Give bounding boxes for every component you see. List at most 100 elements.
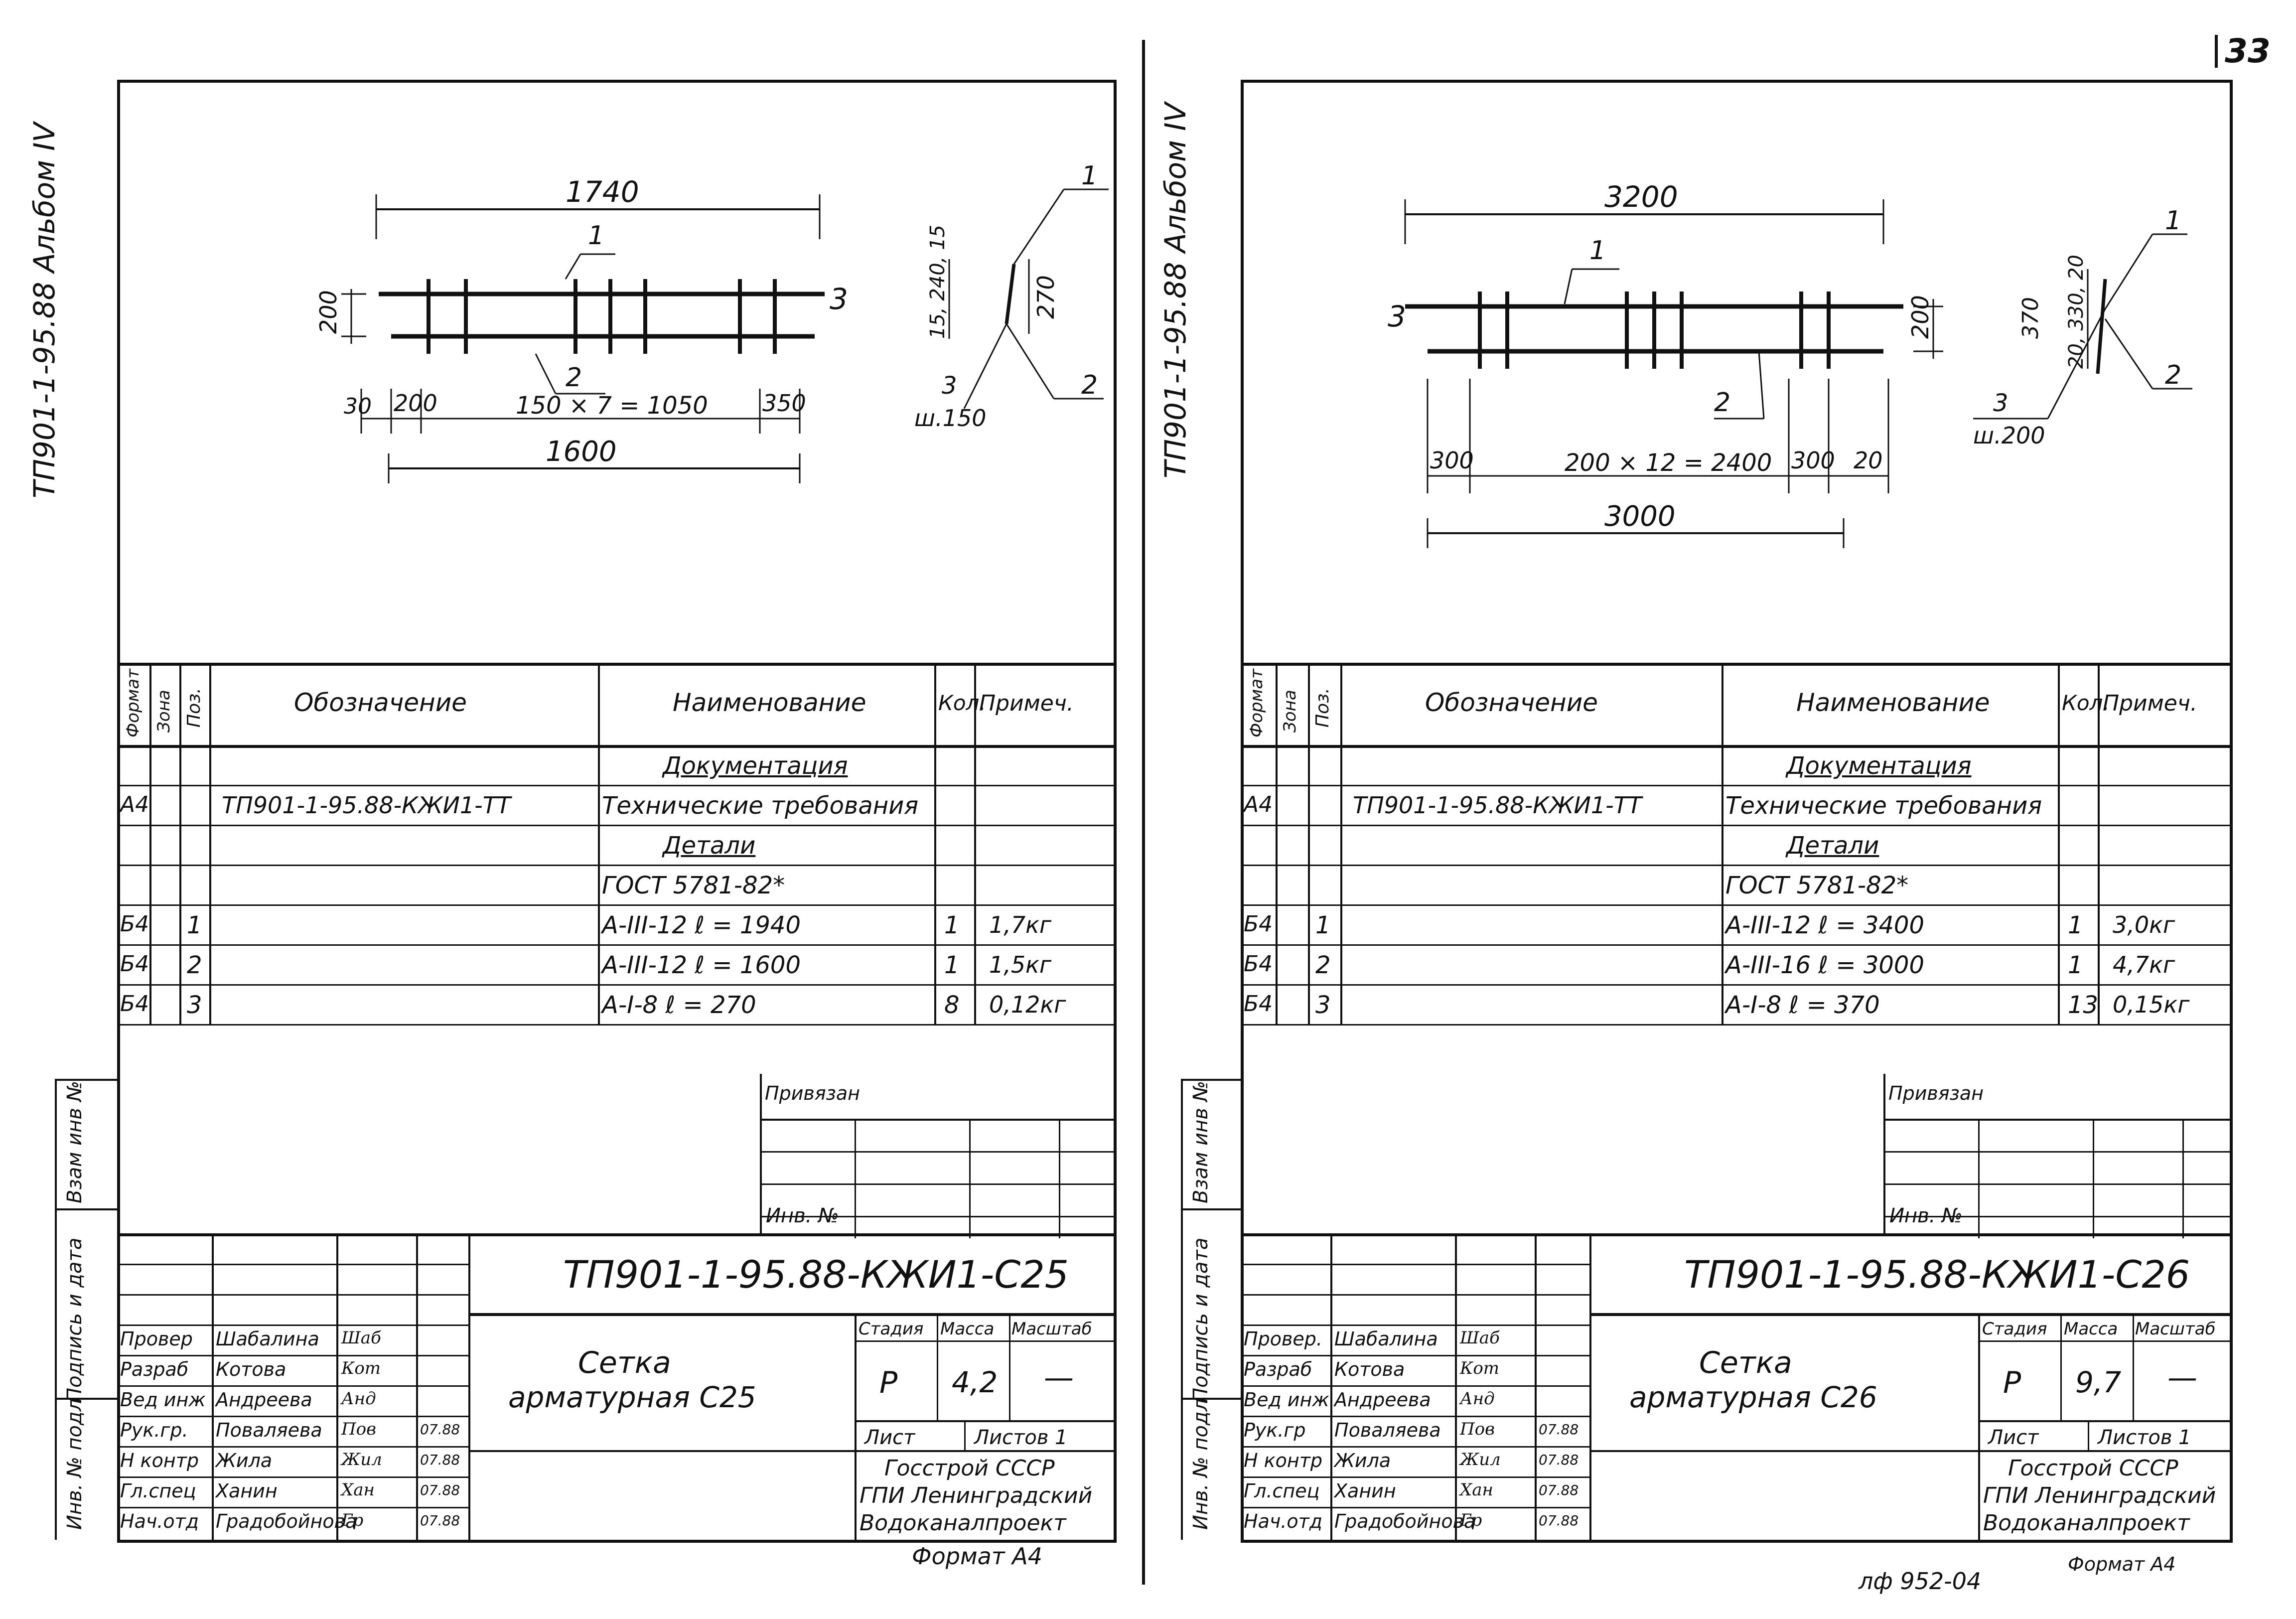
drawing-code: ТП901-1-95.88-КЖИ1-С26 <box>1684 1252 2190 1297</box>
signatory-name: Жила <box>216 1450 273 1472</box>
dim-spacing: 200 × 12 = 2400 <box>1565 449 1772 477</box>
signatory-name: Андреева <box>1334 1389 1431 1411</box>
signatory-signature: Пов <box>1460 1419 1495 1439</box>
spec-cell-qty: 1 <box>2068 951 2083 979</box>
org-line3: Водоканалпроект <box>1983 1510 2190 1536</box>
pos-label-2: 2 <box>1714 388 1730 418</box>
format-note-left: Формат А4 <box>912 1543 1042 1570</box>
privyazan-left <box>760 1074 762 1233</box>
sheets-count-label: Листов 1 <box>974 1426 1068 1449</box>
spec-col-line <box>974 663 976 1024</box>
signatory-signature: Кот <box>1460 1358 1500 1378</box>
signatory-role: Нач.отд <box>1244 1510 1323 1532</box>
spec-col-line <box>149 663 151 1024</box>
spec-cell-note: 0,12кг <box>989 991 1066 1018</box>
pos-label-1: 1 <box>588 221 604 251</box>
stamp-row-line <box>1241 1507 1589 1508</box>
scale-value: — <box>1044 1360 1074 1395</box>
org-line3: Водоканалпроект <box>860 1510 1066 1536</box>
frame-left <box>1241 80 1244 1540</box>
signatory-signature: Анд <box>1460 1389 1495 1409</box>
stamp-col-line <box>212 1233 214 1540</box>
signatory-role: Рук.гр <box>1244 1419 1306 1441</box>
drawing-line <box>1758 351 1765 419</box>
spec-header-qty: Кол. <box>938 691 986 715</box>
stamp-code-line <box>468 1313 1114 1316</box>
side-strip-label: Подпись и дата <box>1189 1237 1212 1403</box>
sheets-count-label: Листов 1 <box>2098 1426 2191 1449</box>
drawing-code: ТП901-1-95.88-КЖИ1-С25 <box>563 1252 1069 1297</box>
spec-col-line <box>2098 663 2100 1024</box>
signatory-date: 07.88 <box>1539 1512 1579 1529</box>
spec-header-qty: Кол. <box>2062 691 2110 715</box>
pos-label-1: 1 <box>1589 236 1606 266</box>
signatory-role: Нач.отд <box>120 1510 199 1532</box>
signatory-role: Вед инж <box>120 1389 206 1411</box>
sheet-col <box>964 1420 966 1450</box>
spec-row-line <box>1241 904 2230 906</box>
privyazan-col <box>969 1119 971 1238</box>
signatory-role: Рук.гр. <box>120 1419 188 1441</box>
spec-cell-qty: 13 <box>2068 991 2099 1019</box>
signatory-signature: Пов <box>341 1419 376 1439</box>
stamp-col-line <box>336 1233 338 1540</box>
signatory-name: Поваляева <box>216 1419 322 1441</box>
section-pos-2: 2 <box>1081 370 1098 400</box>
dim-350: 350 <box>762 390 806 417</box>
stamp-row-line <box>1241 1294 1589 1296</box>
stage-col <box>937 1313 938 1420</box>
section-height: 370 <box>2018 297 2043 339</box>
side-strip-sep <box>1181 1398 1241 1400</box>
spec-header-designation: Обозначение <box>294 688 467 717</box>
stamp-col-line <box>1330 1233 1332 1540</box>
drawing-line <box>2104 318 2153 389</box>
signatory-signature: Хан <box>341 1480 375 1500</box>
signatory-role: Н контр <box>120 1450 199 1472</box>
privyazan-line <box>760 1119 1114 1121</box>
privyazan-left <box>1883 1074 1885 1233</box>
spec-header-pos: Поз. <box>1312 688 1333 728</box>
spec-row-line <box>117 825 1114 826</box>
stamp-row-line <box>117 1325 468 1326</box>
spec-cell-note: 1,7кг <box>989 911 1052 938</box>
spec-header-format: Формат <box>1247 669 1267 737</box>
section-bar <box>2096 279 2107 374</box>
frame-bottom <box>1241 1540 2233 1543</box>
spec-cell-format: А4 <box>120 792 149 817</box>
spec-cell-format: Б4 <box>120 951 149 977</box>
privyazan-col <box>855 1119 856 1238</box>
spec-cell-name: ГОСТ 5781-82* <box>602 872 785 899</box>
sheet-line <box>855 1450 1114 1452</box>
spec-row-line <box>117 865 1114 866</box>
dim-30: 30 <box>344 394 372 419</box>
pos-label-3: 3 <box>830 282 848 316</box>
dim-20: 20 <box>1854 447 1883 474</box>
spec-cell-name: Документация <box>663 752 848 780</box>
stamp-col-line <box>416 1233 418 1540</box>
stage-value-line <box>855 1420 1114 1422</box>
spec-header-name: Наименование <box>673 688 866 717</box>
stamp-row-line <box>117 1507 468 1508</box>
privyazan-line <box>1883 1119 2230 1121</box>
stage-value-line <box>1978 1420 2230 1422</box>
dim-overall-length: 1740 <box>566 175 639 209</box>
drawing-line <box>565 254 581 280</box>
signatory-name: Котова <box>1334 1358 1405 1380</box>
side-strip-label: Подпись и дата <box>63 1237 86 1403</box>
spec-col-line <box>2058 663 2060 1024</box>
spec-row-line <box>1241 1024 2230 1026</box>
spec-header-note: Примеч. <box>2103 691 2197 716</box>
dim-spacing-200: 200 <box>1907 295 1934 339</box>
signatory-signature: Жил <box>1460 1450 1501 1470</box>
dim-200: 200 <box>394 390 437 417</box>
frame-left <box>117 80 120 1540</box>
spec-header-format: Формат <box>123 669 143 737</box>
spec-col-line <box>598 663 600 1024</box>
signatory-name: Жила <box>1334 1450 1391 1472</box>
spec-cell-format: Б4 <box>120 911 149 937</box>
section-bar <box>1004 264 1016 324</box>
signatory-signature: Гр <box>1460 1510 1482 1530</box>
signatory-signature: Кот <box>341 1358 381 1378</box>
spec-cell-pos: 1 <box>1315 911 1331 939</box>
section-dims: 20, 330, 20 <box>2065 255 2088 369</box>
